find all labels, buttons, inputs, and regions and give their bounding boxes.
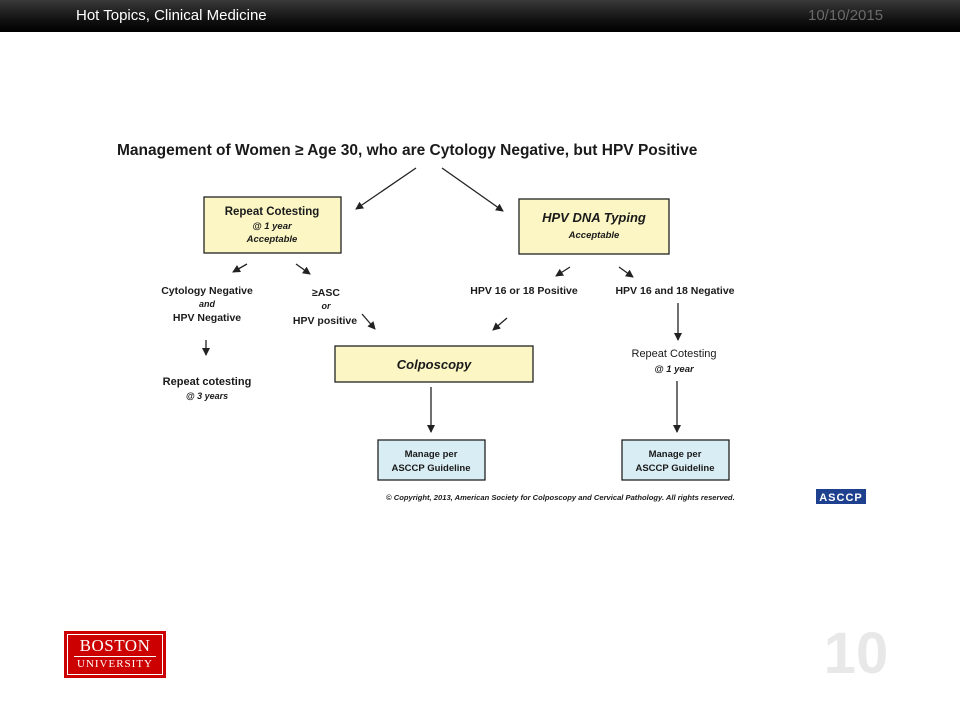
arrow-to-hpv-pos: [555, 266, 571, 277]
repeat-box-line3: Acceptable: [246, 234, 298, 245]
manage-right-line1: Manage per: [649, 449, 702, 460]
typing-box-line1: HPV DNA Typing: [542, 210, 646, 225]
presentation-title: Hot Topics, Clinical Medicine: [76, 7, 267, 24]
colposcopy-box: [334, 345, 534, 383]
colposcopy-label: Colposcopy: [397, 357, 472, 372]
arrow-to-asc: [295, 263, 311, 275]
repeat-box-line1: Repeat Cotesting: [225, 206, 320, 218]
asc-line2: or: [322, 301, 331, 311]
manage-box-right: [621, 439, 730, 481]
repeat3-line2: @ 3 years: [186, 391, 228, 401]
slide-number: 10: [823, 621, 889, 686]
repeat-cotesting-box: [203, 196, 342, 254]
repeat1-line1: Repeat Cotesting: [632, 348, 717, 360]
flowchart-title: Management of Women ≥ Age 30, who are Cy…: [117, 142, 698, 159]
asccp-logo: ASCCP: [816, 489, 866, 504]
arrow-to-cyto-neg: [232, 263, 248, 273]
arrow-pos-to-colposcopy: [492, 317, 508, 331]
arrow-to-hpv-neg: [618, 266, 634, 278]
repeat3-line1: Repeat cotesting: [163, 376, 252, 388]
boston-university-logo: BOSTON UNIVERSITY: [64, 631, 166, 678]
slide-date: 10/10/2015: [808, 7, 884, 24]
header-bar: Hot Topics, Clinical Medicine 10/10/2015: [0, 0, 960, 32]
arrow-asc-to-colposcopy: [361, 313, 376, 330]
repeat-box-line2: @ 1 year: [252, 221, 293, 232]
cyto-neg-line1: Cytology Negative: [161, 285, 253, 297]
logo-boston-text: BOSTON: [79, 636, 151, 655]
repeat1-line2: @ 1 year: [654, 364, 695, 375]
manage-left-line1: Manage per: [405, 449, 458, 460]
manage-left-line2: ASCCP Guideline: [391, 463, 470, 474]
hpv-pos-label: HPV 16 or 18 Positive: [470, 285, 578, 297]
hpv-dna-typing-box: [518, 198, 670, 255]
manage-box-left: [377, 439, 486, 481]
asc-line3: HPV positive: [293, 315, 357, 327]
typing-box-line2: Acceptable: [568, 230, 620, 241]
hpv-neg-label: HPV 16 and 18 Negative: [615, 285, 734, 297]
arrow-to-typing: [441, 167, 504, 212]
asc-line1: ≥ASC: [312, 287, 340, 299]
arrow-to-repeat: [355, 167, 417, 210]
svg-text:ASCCP: ASCCP: [819, 492, 863, 504]
copyright-notice: © Copyright, 2013, American Society for …: [386, 493, 735, 502]
cyto-neg-line3: HPV Negative: [173, 312, 241, 324]
manage-right-line2: ASCCP Guideline: [635, 463, 714, 474]
logo-university-text: UNIVERSITY: [74, 656, 156, 671]
cyto-neg-line2: and: [199, 299, 216, 309]
